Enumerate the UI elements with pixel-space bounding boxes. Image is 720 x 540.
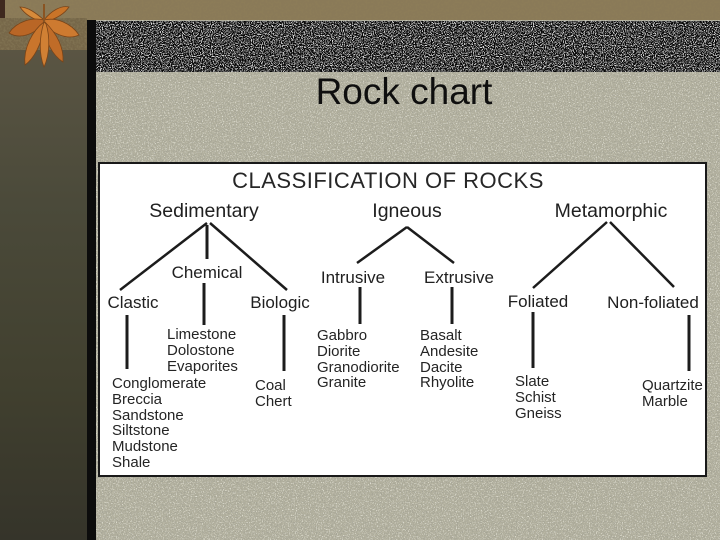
rock-item: Basalt <box>420 327 462 344</box>
top-border-band <box>0 0 720 20</box>
rock-item: Evaporites <box>167 357 238 375</box>
rock-item: Chert <box>255 392 292 410</box>
rock-item: Marble <box>642 392 688 410</box>
subtype-foliated: Foliated <box>507 292 569 311</box>
left-border-column <box>0 20 87 540</box>
black-speckle-band <box>87 21 720 72</box>
category-metamorphic: Metamorphic <box>554 200 668 222</box>
rock-item: Rhyolite <box>420 374 475 392</box>
rock-item: Limestone <box>167 326 237 343</box>
rock-item: Dolostone <box>167 341 235 359</box>
clastic-rock-list: Conglomerate Breccia Sandstone Siltstone… <box>112 376 206 471</box>
tree-connector-lines <box>119 221 691 371</box>
subtype-non-foliated: Non-foliated <box>607 293 699 312</box>
rock-item: Slate <box>515 373 550 390</box>
autumn-leaf-icon <box>8 4 80 69</box>
chemical-rock-list: Limestone Dolostone Evaporites <box>167 327 238 374</box>
rock-item: Shale <box>112 453 151 471</box>
rock-item: Diorite <box>317 342 361 360</box>
subtype-chemical: Chemical <box>171 263 243 282</box>
rock-item: Sandstone <box>112 406 184 424</box>
category-sedimentary: Sedimentary <box>149 200 259 222</box>
intrusive-rock-list: Gabbro Diorite Granodiorite Granite <box>317 328 400 391</box>
rock-item: Gabbro <box>317 327 368 344</box>
rock-item: Granite <box>317 374 367 392</box>
rock-item: Mudstone <box>112 438 178 456</box>
slide-title: Rock chart <box>315 71 493 112</box>
rock-item: Andesite <box>420 342 479 360</box>
subtype-intrusive: Intrusive <box>320 268 386 287</box>
non-foliated-rock-list: Quartzite Marble <box>642 378 703 410</box>
subtype-biologic: Biologic <box>250 293 310 312</box>
rock-item: Breccia <box>112 390 163 408</box>
rock-item: Granodiorite <box>317 358 400 376</box>
vertical-divider-strip <box>87 20 96 540</box>
foliated-rock-list: Slate Schist Gneiss <box>515 374 562 421</box>
rock-item: Gneiss <box>515 404 562 422</box>
rock-item: Dacite <box>420 358 463 376</box>
category-igneous: Igneous <box>372 200 442 222</box>
diagram-heading: CLASSIFICATION OF ROCKS <box>232 168 544 193</box>
rock-item: Coal <box>255 377 286 394</box>
rock-item: Quartzite <box>642 377 703 394</box>
rock-item: Conglomerate <box>112 375 207 392</box>
classification-panel: CLASSIFICATION OF ROCKS <box>98 162 707 477</box>
extrusive-rock-list: Basalt Andesite Dacite Rhyolite <box>420 328 478 391</box>
subtype-clastic: Clastic <box>107 293 159 312</box>
rock-item: Schist <box>515 388 556 406</box>
subtype-extrusive: Extrusive <box>424 268 494 287</box>
rock-item: Siltstone <box>112 422 170 440</box>
biologic-rock-list: Coal Chert <box>255 378 292 410</box>
